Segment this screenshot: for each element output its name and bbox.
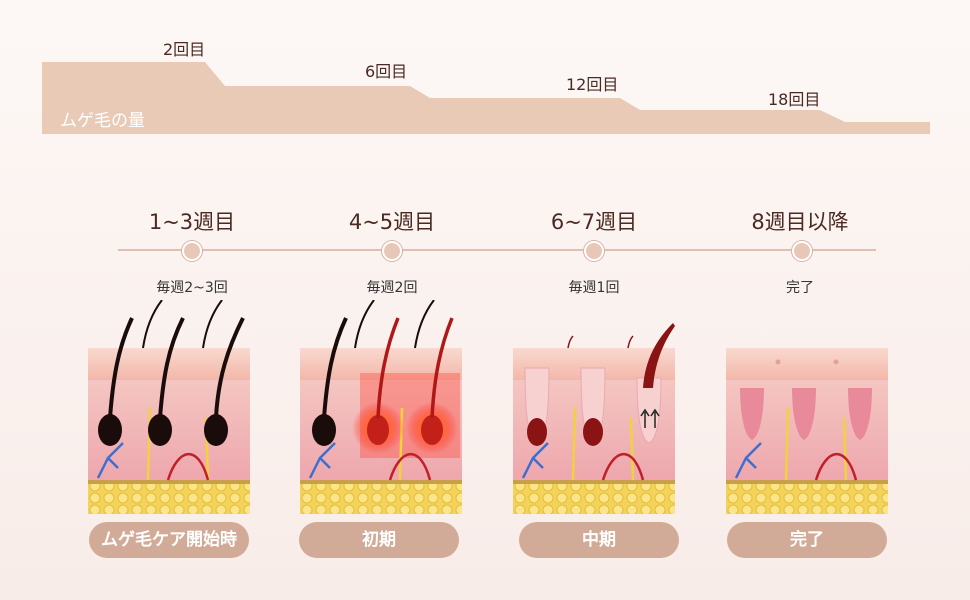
phase-pill-2: 初期	[299, 522, 459, 558]
skin-block-3	[513, 323, 675, 514]
stage-title-1: 1~3週目	[148, 210, 236, 234]
step-label-4: 18回目	[768, 90, 821, 109]
phase-pill-3: 中期	[519, 522, 679, 558]
timeline-dot-4	[792, 241, 812, 261]
phase-pill-4: 完了	[727, 522, 887, 558]
stage-frequency-2: 毎週2回	[366, 280, 418, 296]
hair-amount-label: ムゲ毛の量	[60, 111, 145, 131]
hair-amount-area	[42, 62, 930, 134]
step-label-3: 12回目	[566, 75, 619, 94]
step-label-1: 2回目	[163, 40, 206, 59]
skin-illustrations	[88, 300, 888, 514]
stage-title-4: 8週目以降	[751, 210, 849, 234]
phase-pill-1: ムゲ毛ケア開始時	[89, 522, 249, 558]
hair-amount-chart	[42, 62, 930, 134]
timeline-line	[118, 249, 876, 251]
skin-block-1	[88, 300, 250, 514]
step-label-2: 6回目	[365, 62, 408, 81]
stage-frequency-3: 毎週1回	[568, 280, 620, 296]
skin-block-4	[726, 348, 888, 514]
stage-frequency-1: 毎週2~3回	[156, 280, 228, 296]
stage-title-2: 4~5週目	[348, 210, 436, 234]
timeline-dot-1	[182, 241, 202, 261]
skin-block-2	[300, 300, 462, 514]
stage-frequency-4: 完了	[786, 280, 814, 296]
timeline-dot-3	[584, 241, 604, 261]
stage-title-3: 6~7週目	[550, 210, 638, 234]
timeline-dot-2	[382, 241, 402, 261]
